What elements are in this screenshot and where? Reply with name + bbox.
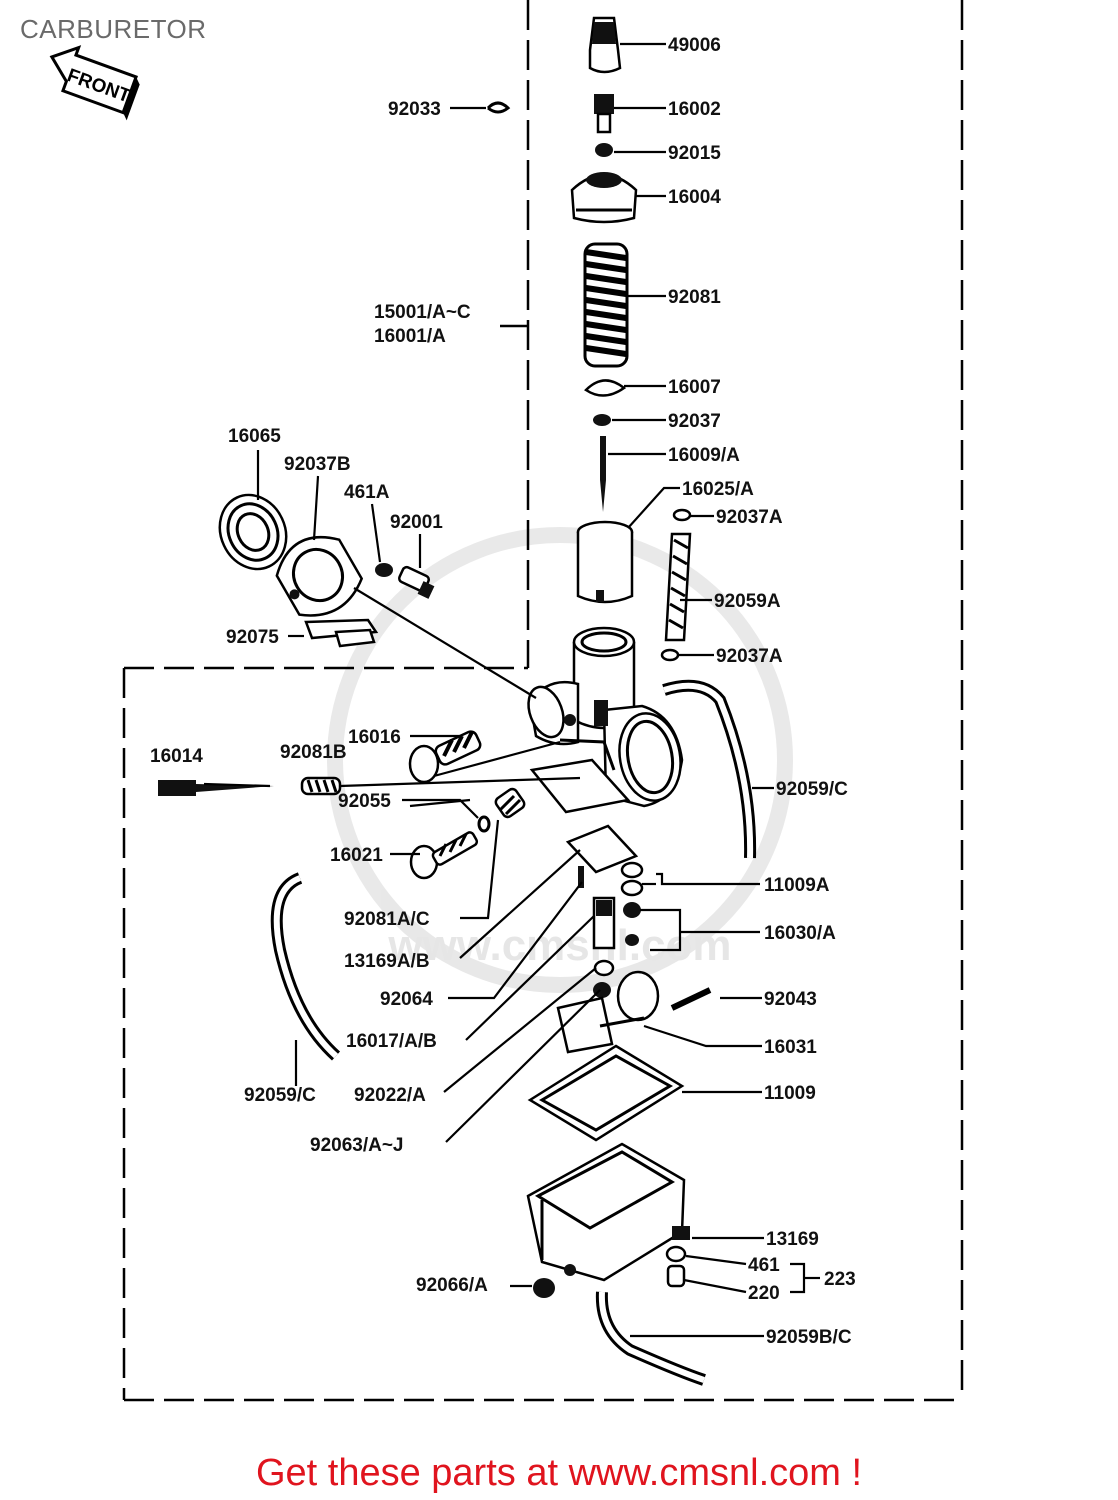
footer-link-text[interactable]: Get these parts at www.cmsnl.com ! [255,1452,863,1494]
label-16016: 16016 [348,727,401,748]
part-16065-seal [218,493,288,571]
part-16009-needle [600,436,606,512]
part-92055-oring [477,815,491,833]
label-461: 461 [748,1255,780,1276]
label-16007: 16007 [668,377,721,398]
part-16014-screw [158,780,274,796]
label-16031: 16031 [764,1037,817,1058]
label-16021: 16021 [330,845,383,866]
label-92001: 92001 [390,512,443,533]
label-92037b: 92037B [284,454,351,475]
label-49006: 49006 [668,35,721,56]
part-92015-nut [595,143,613,157]
label-15001: 15001/A~C [374,302,471,323]
page-title: CARBURETOR [20,14,207,44]
label-92081b: 92081B [280,742,347,763]
watermark-text: www.cmsnl.com [387,921,731,970]
part-49006-cap [588,16,622,74]
part-16002-adjuster [594,94,614,134]
label-461a: 461A [344,482,390,503]
label-11009: 11009 [764,1083,816,1104]
label-92037: 92037 [668,411,721,432]
label-11009a: 11009A [764,875,830,896]
label-92037a-lower: 92037A [716,646,783,667]
part-11009a-washers [620,861,644,897]
part-16031-float [556,970,660,1054]
label-92059c-left: 92059/C [244,1085,316,1106]
part-92066-drain-screw [533,1278,555,1298]
part-461-washer [665,1245,687,1263]
label-92015: 92015 [668,143,721,164]
carburetor-body [527,626,684,814]
part-16025-throttle-valve [576,520,634,604]
part-92064-holder [592,896,616,950]
label-92033: 92033 [388,99,441,120]
label-220: 220 [748,1283,780,1304]
label-92081ac: 92081A/C [344,909,430,930]
label-16025: 16025/A [682,479,754,500]
label-92059c-right: 92059/C [776,779,848,800]
part-16016-plunger [408,730,482,784]
label-92022: 92022/A [354,1085,426,1106]
part-92081-spring [583,242,629,368]
part-92059a-tube [664,532,692,642]
part-92043-pin [670,987,712,1011]
leader-lines [203,42,820,1338]
part-220-screw [666,1264,686,1288]
part-92081b-spring [300,776,342,796]
label-13169: 13169 [766,1229,819,1250]
part-92037b-plate [275,535,364,617]
part-461a-washer [375,563,393,577]
part-92037a-upper [672,508,692,522]
part-16007-retainer [584,379,627,397]
part-idle-spring [494,787,526,819]
part-16004-top-cap [570,172,638,224]
label-92037a-upper: 92037A [716,507,783,528]
part-92075-clamp [304,618,379,648]
part-92081ac-pin [578,866,584,888]
label-16030: 16030/A [764,923,836,944]
label-92059bc: 92059B/C [766,1327,852,1348]
label-16004: 16004 [668,187,721,208]
label-92081: 92081 [668,287,721,308]
label-16065: 16065 [228,426,281,447]
label-92063: 92063/A~J [310,1135,404,1156]
part-16021-screw [409,831,479,880]
label-92043: 92043 [764,989,817,1010]
part-92037a-lower [660,648,680,662]
watermark-logo: www.cmsnl.com [327,527,793,993]
part-92001-bolt [397,565,435,599]
label-92075: 92075 [226,627,279,648]
part-number-labels: 49006 16002 92033 92015 16004 92081 1500… [150,35,856,1348]
part-13169ab-plate [565,824,639,874]
part-92037-clip [593,414,611,426]
front-arrow-badge: FRONT [49,45,140,121]
part-11009-gasket [527,1044,685,1142]
part-float-bowl [526,1142,686,1282]
label-16017: 16017/A/B [346,1031,437,1052]
label-16001: 16001/A [374,326,446,347]
part-16030a-needle-jet [623,902,641,946]
label-223: 223 [824,1269,856,1290]
part-16017-jet [593,959,615,977]
label-16002: 16002 [668,99,721,120]
label-92066: 92066/A [416,1275,488,1296]
label-16009: 16009/A [668,445,740,466]
label-92055: 92055 [338,791,391,812]
assembly-frame [122,0,964,1402]
label-16014: 16014 [150,746,203,767]
label-13169ab: 13169A/B [344,951,430,972]
part-92033-clip [486,101,511,114]
part-13169-plug [672,1226,690,1240]
label-92064: 92064 [380,989,433,1010]
label-92059a: 92059A [714,591,781,612]
carburetor-exploded-diagram: www.cmsnl.com FRONT [49,0,964,1402]
